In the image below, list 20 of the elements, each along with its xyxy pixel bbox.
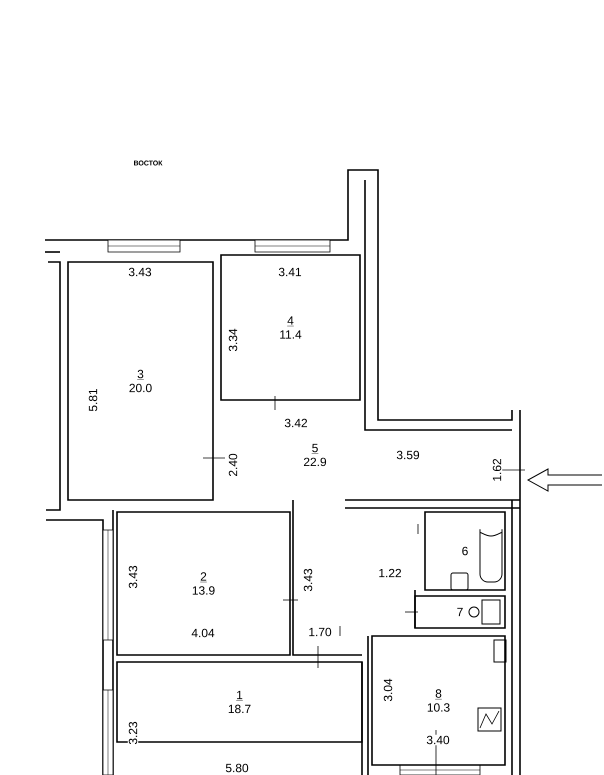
dimension-label: 3.42 (283, 418, 309, 428)
dimension-label: 2.40 (228, 452, 238, 478)
dimension-label: 1.62 (492, 457, 502, 483)
dimension-label: 4.04 (190, 628, 216, 638)
dimension-label: 3.04 (382, 677, 394, 703)
dimension-label: 1.22 (377, 568, 403, 578)
room: 6 (424, 511, 506, 591)
dimension-label: 3.40 (425, 734, 451, 746)
dimension-label: 3.41 (277, 266, 303, 278)
dimension-label: 3.43 (127, 266, 153, 278)
dimension-label: 3.23 (128, 720, 138, 746)
room: 7 (414, 595, 506, 629)
dimension-label: 1.70 (307, 626, 333, 638)
dimension-label: 5.80 (224, 762, 250, 774)
room-label: 5 22.9 (304, 444, 326, 466)
dimension-label: 5.81 (88, 387, 98, 413)
dimension-label: 3.43 (302, 567, 314, 593)
dimension-label: 3.59 (395, 450, 421, 460)
dimension-label: 3.43 (128, 564, 138, 590)
dimension-label: 3.34 (228, 327, 238, 353)
